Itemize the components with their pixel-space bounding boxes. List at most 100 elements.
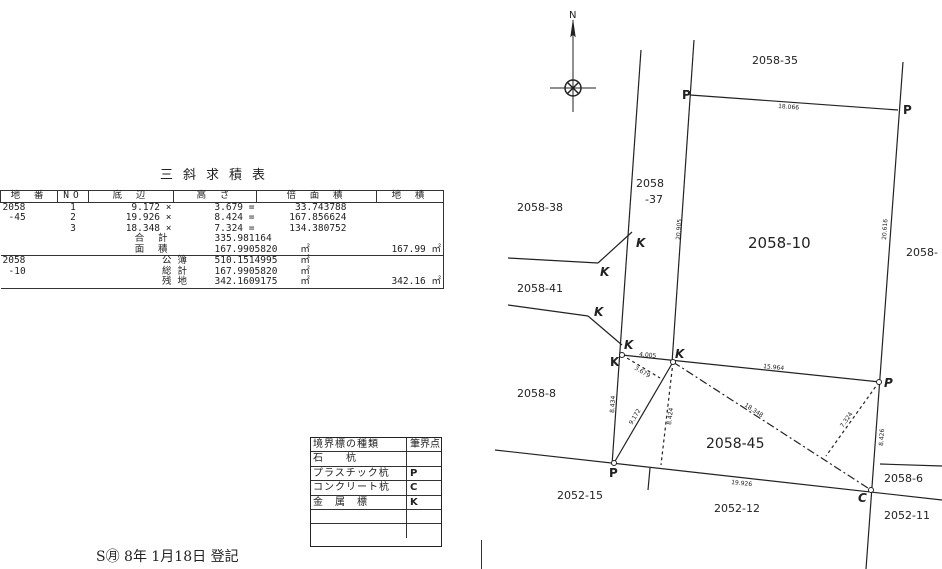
height-line [825, 381, 880, 457]
boundary-line [507, 304, 589, 317]
dimension: 8.426 [878, 428, 886, 446]
equals: = [248, 201, 255, 213]
table-title: 三斜求積表 [160, 168, 276, 183]
dimension: 20.616 [881, 219, 889, 241]
area-value: 167.9905820 [214, 243, 278, 255]
parcel-label: 2058-6 [884, 472, 923, 485]
equals: = [248, 212, 255, 223]
unit: ㎡ [300, 276, 310, 287]
boundary-line [507, 257, 599, 264]
double-area: 134.380752 [289, 222, 347, 234]
lot-number: -45 [8, 212, 26, 223]
boundary-line [597, 231, 633, 264]
boundary-line [611, 49, 642, 466]
unit: ㎡ [300, 265, 310, 277]
base: 19.926 × [89, 212, 174, 224]
boundary-line [671, 39, 695, 364]
area-calculation-table: 地 番 NO 底 辺 高 さ 倍 面 積 地 積 2058 1 9.172 × … [0, 190, 444, 289]
legend-header-kind: 境界標の種類 [311, 438, 407, 452]
times: × [165, 201, 172, 213]
parcel-label: 2058-8 [517, 387, 556, 400]
equals: = [248, 222, 255, 234]
parcel-label: 2058-41 [517, 282, 563, 295]
row-label: 計 [177, 265, 188, 277]
legend-kind: 金 属 標 [311, 495, 407, 509]
height: 8.424 = [174, 212, 257, 224]
table-row: 合 計 335.981164 [1, 233, 444, 245]
north-label: N [569, 10, 576, 21]
compass [550, 20, 596, 112]
dimension: 20.905 [675, 219, 683, 241]
height-value: 7.324 [214, 222, 244, 234]
height-line [660, 361, 674, 466]
total-value: 335.981164 [214, 233, 272, 244]
unit: ㎡ [300, 255, 310, 266]
double-area: 167.856624 [289, 212, 347, 223]
height: 7.324 = [174, 222, 257, 235]
boundary-points [611, 352, 882, 493]
table-row: -10 総 計 167.9905820 ㎡ [1, 265, 444, 278]
boundary-line [879, 463, 942, 467]
boundary-line [494, 449, 942, 501]
mark-k: K [675, 347, 686, 361]
parcel-label: -37 [645, 193, 663, 206]
legend-kind: コンクリート杭 [311, 481, 407, 495]
divider [481, 540, 482, 569]
row-label: 残 [161, 276, 172, 287]
boundary-lines [494, 39, 942, 569]
header-base: 底 辺 [88, 190, 174, 203]
dimension: 8.434 [609, 395, 617, 413]
land-area: 342.16 ㎡ [391, 276, 441, 287]
boundary-line [621, 354, 881, 383]
table-row: 残 地 342.1609175 ㎡ 342.16 ㎡ [1, 276, 444, 288]
parcel-label: 2058-35 [752, 54, 798, 67]
table-header: 地 番 NO 底 辺 高 さ 倍 面 積 地 積 [0, 190, 444, 203]
point-marks: P P K K K K K K P P C [594, 88, 912, 505]
row-no: 1 [70, 201, 76, 213]
boundary-line [865, 61, 904, 569]
mark-p: P [682, 88, 691, 102]
mark-p: P [903, 103, 912, 117]
boundary-line [587, 315, 623, 346]
parcel-label: 2058-45 [706, 436, 765, 452]
parcel-label: 2058-10 [748, 234, 811, 252]
legend-mark: P [410, 467, 418, 479]
times: × [165, 212, 172, 223]
base-value: 19.926 [125, 212, 161, 223]
row-no: 3 [70, 222, 76, 234]
row-label: 総 [161, 265, 172, 277]
height: 3.679 = [174, 202, 257, 213]
legend-kind: 石 杭 [311, 452, 407, 466]
dimension-labels: 18.066 20.905 20.616 4.005 15.964 3.679 … [609, 103, 889, 488]
legend-mark: K [410, 496, 418, 508]
value: 510.1514995 [214, 255, 278, 266]
height-value: 3.679 [214, 201, 244, 213]
table-row: 3 18.348 × 7.324 = 134.380752 [1, 222, 444, 235]
legend-kind [311, 509, 407, 524]
times: × [165, 222, 172, 234]
legend-kind [311, 524, 407, 538]
point-k [670, 359, 676, 365]
parcel-label: 2058-38 [517, 201, 563, 214]
parcel-label: 2058- [906, 246, 938, 259]
legend-header-mark: 筆界点 [410, 439, 440, 450]
lot-number: 2058 [0, 255, 58, 267]
dimension: 8.424 [666, 407, 675, 425]
dimension: 15.964 [763, 363, 785, 372]
point-p [876, 379, 882, 385]
height-value: 8.424 [214, 212, 244, 223]
total-label: 合 計 [134, 233, 172, 244]
row-label: 公 [88, 255, 174, 267]
parcel-label: 2058 [636, 177, 664, 190]
mark-k: K [610, 355, 620, 369]
parcel-label: 2052-15 [557, 489, 603, 502]
base-value: 9.172 [131, 201, 161, 213]
point-c [868, 487, 874, 493]
dimension: 19.926 [731, 479, 753, 488]
legend-kind: プラスチック杭 [311, 466, 407, 481]
legend-row [311, 509, 441, 525]
